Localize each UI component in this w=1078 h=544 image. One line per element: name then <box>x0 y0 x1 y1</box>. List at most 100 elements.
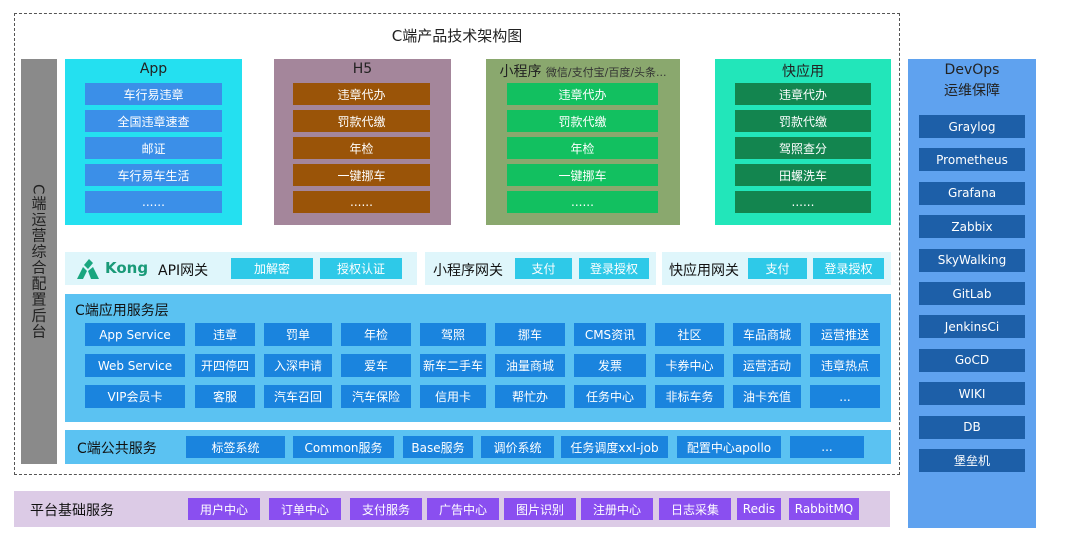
channel-app-item: 车行易车生活 <box>85 164 222 186</box>
channel-h5-title: H5 <box>352 61 373 77</box>
operations-admin-label: C端运营综合配置后台 <box>29 183 48 340</box>
gateway-miniprogram-item: 支付 <box>515 258 572 279</box>
channel-miniprogram-title: 小程序 微信/支付宝/百度/头条... <box>486 61 680 81</box>
app-service-item: 汽车召回 <box>264 385 332 408</box>
app-service-item: App Service <box>85 323 185 346</box>
public-service-item: 标签系统 <box>186 436 285 458</box>
diagram-title: C端产品技术架构图 <box>391 27 523 45</box>
app-service-item: 开四停四 <box>195 354 255 377</box>
public-service-item: 任务调度xxl-job <box>561 436 668 458</box>
channel-quickapp: 快应用 违章代办 罚款代缴 驾照查分 田螺洗车 ...... <box>715 59 891 225</box>
channel-miniprogram-subtitle: 微信/支付宝/百度/头条... <box>545 66 667 79</box>
public-service-item: Base服务 <box>403 436 473 458</box>
devops-subtitle: 运维保障 <box>944 83 1000 99</box>
platform-item: 日志采集 <box>659 498 731 520</box>
channel-h5-item: 违章代办 <box>293 83 430 105</box>
channel-h5-item: 罚款代缴 <box>293 110 430 132</box>
devops-tool-item: Graylog <box>919 115 1025 138</box>
gateway-quickapp-label: 快应用网关 <box>669 263 739 279</box>
channel-app-item: 车行易违章 <box>85 83 222 105</box>
app-service-item: 任务中心 <box>574 385 646 408</box>
gateway-kong-item: 授权认证 <box>320 258 402 279</box>
gateway-miniprogram: 小程序网关 支付 登录授权 <box>425 252 656 285</box>
app-service-item: 汽车保险 <box>341 385 411 408</box>
app-service-item: 新车二手车 <box>420 354 486 377</box>
app-service-item: 违章热点 <box>810 354 880 377</box>
devops-tool-item: Grafana <box>919 181 1025 205</box>
platform-item: 订单中心 <box>269 498 341 520</box>
app-service-item: CMS资讯 <box>574 323 646 346</box>
channel-quickapp-item: 罚款代缴 <box>735 110 871 132</box>
devops-title: DevOps <box>944 62 1000 78</box>
app-service-item: 爱车 <box>341 354 411 377</box>
channel-app-item: 邮证 <box>85 137 222 159</box>
app-service-item: 卡券中心 <box>655 354 724 377</box>
channel-h5-item: ...... <box>293 191 430 213</box>
channel-quickapp-item: ...... <box>735 191 871 213</box>
platform-item: 广告中心 <box>427 498 499 520</box>
gateway-kong: Kong API网关 加解密 授权认证 <box>65 252 417 285</box>
channel-miniprogram-item: 违章代办 <box>507 83 658 105</box>
devops-tool-item: GitLab <box>919 282 1025 305</box>
devops-tool-item: GoCD <box>919 348 1025 372</box>
public-service-item: Common服务 <box>293 436 394 458</box>
app-service-item: 信用卡 <box>420 385 486 408</box>
gateway-quickapp-item: 支付 <box>748 258 807 279</box>
devops-tool-item: WIKI <box>919 382 1025 406</box>
operations-admin-sidebar: C端运营综合配置后台 <box>21 59 57 464</box>
platform-item: 图片识别 <box>504 498 576 520</box>
platform-item: 支付服务 <box>350 498 422 520</box>
app-service-item: 油卡充值 <box>733 385 801 408</box>
platform-layer-title: 平台基础服务 <box>30 503 114 519</box>
app-service-item: ... <box>810 385 880 408</box>
public-service-item: 调价系统 <box>481 436 554 458</box>
architecture-frame <box>14 13 900 475</box>
gateway-miniprogram-item: 登录授权 <box>579 258 649 279</box>
channel-miniprogram-item: ...... <box>507 191 658 213</box>
platform-item: Redis <box>737 498 781 520</box>
channel-h5-item: 年检 <box>293 137 430 159</box>
channel-quickapp-item: 违章代办 <box>735 83 871 105</box>
app-service-item: VIP会员卡 <box>85 385 185 408</box>
public-service-layer-title: C端公共服务 <box>77 441 157 457</box>
channel-miniprogram-item: 罚款代缴 <box>507 110 658 132</box>
channel-app: App 车行易违章 全国违章速查 邮证 车行易车生活 ...... <box>65 59 242 225</box>
channel-quickapp-item: 田螺洗车 <box>735 164 871 186</box>
app-service-item: 社区 <box>655 323 724 346</box>
public-service-item: ... <box>790 436 864 458</box>
app-service-item: 运营活动 <box>733 354 801 377</box>
app-service-item: 发票 <box>574 354 646 377</box>
devops-tool-item: 堡垒机 <box>919 449 1025 472</box>
devops-tool-item: Prometheus <box>919 148 1025 172</box>
app-service-layer-title: C端应用服务层 <box>75 303 169 319</box>
app-service-item: 入深申请 <box>264 354 332 377</box>
gateway-kong-item: 加解密 <box>231 258 313 279</box>
app-service-item: Web Service <box>85 354 185 377</box>
channel-app-title: App <box>139 61 168 77</box>
app-service-item: 年检 <box>341 323 411 346</box>
devops-tool-item: Zabbix <box>919 215 1025 239</box>
channel-miniprogram-item: 一键挪车 <box>507 164 658 186</box>
channel-quickapp-item: 驾照查分 <box>735 137 871 159</box>
platform-item: RabbitMQ <box>789 498 859 520</box>
app-service-item: 挪车 <box>495 323 565 346</box>
public-service-layer: C端公共服务 标签系统 Common服务 Base服务 调价系统 任务调度xxl… <box>65 430 891 464</box>
platform-item: 注册中心 <box>581 498 653 520</box>
app-service-item: 帮忙办 <box>495 385 565 408</box>
gateway-miniprogram-label: 小程序网关 <box>433 263 503 279</box>
app-service-item: 罚单 <box>264 323 332 346</box>
app-service-item: 违章 <box>195 323 255 346</box>
channel-miniprogram: 小程序 微信/支付宝/百度/头条... 违章代办 罚款代缴 年检 一键挪车 ..… <box>486 59 680 225</box>
app-service-item: 运营推送 <box>810 323 880 346</box>
platform-layer: 平台基础服务 用户中心 订单中心 支付服务 广告中心 图片识别 注册中心 日志采… <box>14 491 890 527</box>
channel-miniprogram-item: 年检 <box>507 137 658 159</box>
app-service-item: 驾照 <box>420 323 486 346</box>
channel-miniprogram-name: 小程序 <box>499 64 542 80</box>
platform-item: 用户中心 <box>188 498 260 520</box>
app-service-item: 非标车务 <box>655 385 724 408</box>
app-service-item: 油量商城 <box>495 354 565 377</box>
devops-tool-item: SkyWalking <box>919 248 1025 272</box>
kong-gateway-label: API网关 <box>158 263 209 279</box>
